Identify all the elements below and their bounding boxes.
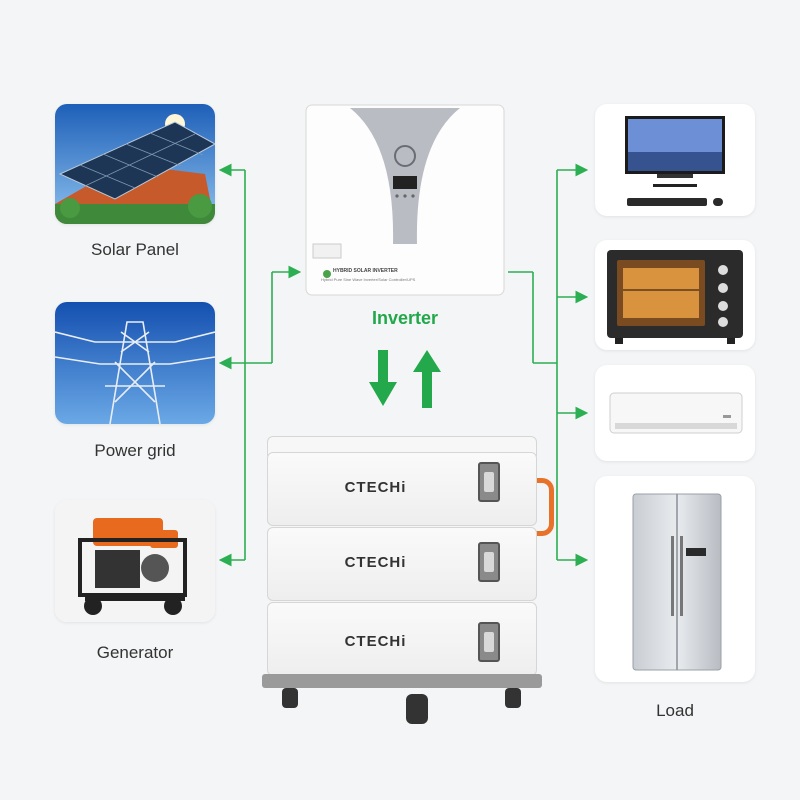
arrow-down-icon: [369, 350, 397, 406]
flow-arrows: [369, 350, 441, 408]
power-tower-icon: [55, 302, 215, 424]
solar-panel-icon: [55, 104, 215, 224]
air-conditioner-icon: [609, 392, 743, 434]
load-card-air-conditioner: [595, 365, 755, 461]
load-label: Load: [656, 701, 694, 720]
wheel-icon: [505, 688, 521, 708]
solar-panel-label: Solar Panel: [91, 240, 179, 259]
wheel-icon: [406, 694, 428, 724]
generator-card: [55, 500, 215, 622]
arrow-up-icon: [413, 350, 441, 408]
inverter-label: Inverter: [371, 308, 439, 328]
battery-brand: CTECHi: [344, 554, 407, 571]
battery-cable: [534, 478, 554, 536]
power-grid-card: [55, 302, 215, 424]
battery-handle: [478, 462, 500, 502]
load-card-oven: [595, 240, 755, 350]
monitor-icon: [625, 116, 725, 206]
inverter-product-subtitle: Hybrid Pure Sine Wave Inverter/Solar Con…: [321, 277, 416, 282]
solar-panel-card: [55, 104, 215, 224]
oven-icon: [607, 250, 743, 344]
battery-base: [262, 674, 542, 688]
refrigerator-icon: [632, 493, 722, 671]
generator-label: Generator: [96, 643, 174, 662]
inverter-product-title: HYBRID SOLAR INVERTER: [333, 268, 398, 274]
wheel-icon: [282, 688, 298, 708]
battery-brand: CTECHi: [344, 633, 407, 650]
battery-handle: [478, 622, 500, 662]
load-card-refrigerator: [595, 476, 755, 682]
load-card-monitor: [595, 104, 755, 216]
generator-icon: [55, 500, 215, 622]
power-grid-label: Power grid: [94, 441, 176, 460]
inverter-icon: [305, 104, 505, 296]
battery-handle: [478, 542, 500, 582]
battery-brand: CTECHi: [344, 479, 407, 496]
inverter-unit: [305, 104, 505, 296]
